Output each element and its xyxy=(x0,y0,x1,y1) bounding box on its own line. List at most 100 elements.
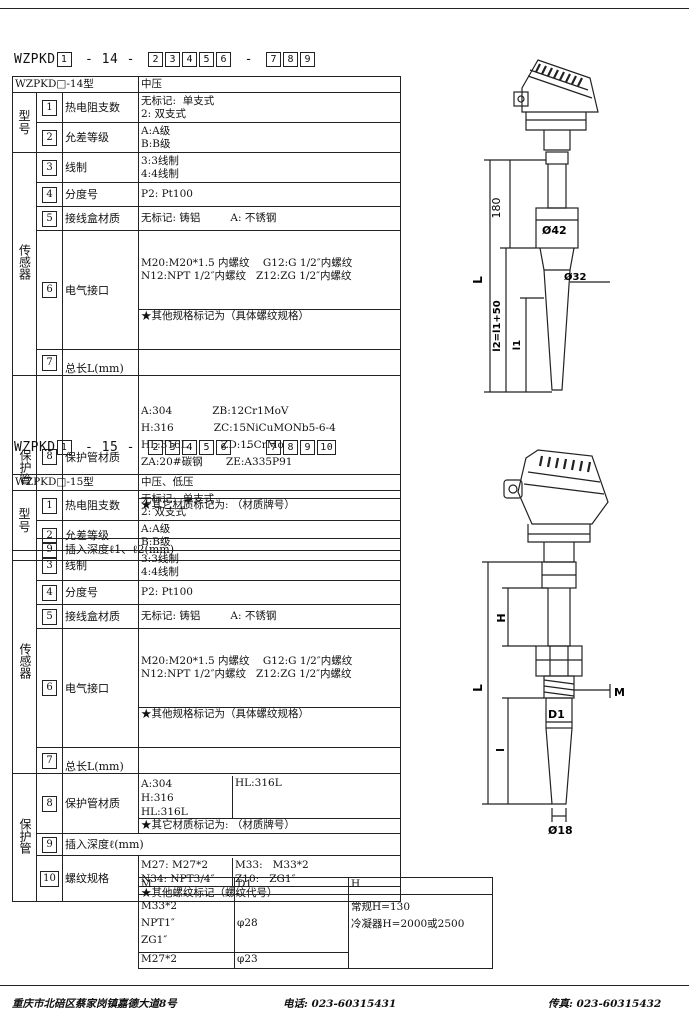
dim-label: H xyxy=(495,613,508,622)
row-name: 电气接口 xyxy=(62,628,139,748)
material-options: A:304 ZB:12Cr1MoV H:316 ZC:15NiCuMONb5-6… xyxy=(141,405,336,468)
h-cell: 常规H=130 冷凝器H=2000或2500 xyxy=(348,894,493,969)
code-slot: 9 xyxy=(300,440,316,455)
pressure-header: 中压、低压 xyxy=(138,474,401,491)
row-value xyxy=(138,747,401,774)
footer-address: 重庆市北碚区蔡家岗镇嘉德大道8号 xyxy=(12,998,177,1010)
dim-label: 180 xyxy=(490,198,503,219)
code-series: - 14 - xyxy=(76,52,144,67)
material-note: ★其它材质标记为: （材质牌号） xyxy=(139,817,400,832)
code-slot: 9 xyxy=(300,52,316,67)
row-name: 接线盒材质 xyxy=(62,206,139,231)
row-name: 线制 xyxy=(62,550,139,581)
col-header-m: M xyxy=(138,877,235,895)
row-name: 允差等级 xyxy=(62,520,139,551)
code-slot: 10 xyxy=(317,440,337,455)
code-sep: - xyxy=(236,440,262,455)
interface-note: ★其他规格标记为（具体螺纹规格） xyxy=(139,707,400,721)
group-label: 传感器 xyxy=(12,550,37,774)
code-slot: 7 xyxy=(266,52,282,67)
row-value: 3:3线制 4:4线制 xyxy=(138,152,401,183)
row-number: 6 xyxy=(36,230,63,350)
code-prefix: WZPKD xyxy=(14,52,56,67)
row-number: 1 xyxy=(36,490,63,521)
row-name: 总长L(mm) xyxy=(62,349,139,376)
model-header: WZPKD□-15型 xyxy=(12,474,139,491)
row-name: 分度号 xyxy=(62,182,139,207)
d1-cell: φ28 xyxy=(234,894,349,953)
pressure-header: 中压 xyxy=(138,76,401,93)
code-slot: 6 xyxy=(216,440,232,455)
row-number: 2 xyxy=(36,520,63,551)
row-name: 热电阻支数 xyxy=(62,490,139,521)
code-slot: 5 xyxy=(199,440,215,455)
row-number: 4 xyxy=(36,182,63,207)
code-slot: 3 xyxy=(165,440,181,455)
code-slot: 7 xyxy=(266,440,282,455)
code-slot: 1 xyxy=(56,440,72,455)
model-header: WZPKD□-14型 xyxy=(12,76,139,93)
m-cell: M33*2 NPT1″ ZG1″ xyxy=(138,894,235,953)
row-value: M20:M20*1.5 内螺纹 G12:G 1/2″内螺纹 N12:NPT 1/… xyxy=(138,230,401,350)
row-name: 线制 xyxy=(62,152,139,183)
interface-options: M20:M20*1.5 内螺纹 G12:G 1/2″内螺纹 N12:NPT 1/… xyxy=(141,655,353,680)
dim-label: L xyxy=(471,276,485,284)
footer-phone: 电话: 023-60315431 xyxy=(283,998,397,1010)
material-options-left: A:304 H:316 HL:316L xyxy=(139,775,233,818)
code-slot: 4 xyxy=(182,52,198,67)
row-value: P2: Pt100 xyxy=(138,182,401,207)
row-number: 6 xyxy=(36,628,63,748)
row-name: 保护管材质 xyxy=(62,773,139,834)
row-number: 9 xyxy=(36,833,63,856)
model-code-line-1: WZPKD 1 - 14 - 2 3 4 5 6 - 7 8 9 xyxy=(14,52,316,67)
m-cell: M27*2 xyxy=(138,952,235,969)
dim-label: M xyxy=(614,686,625,699)
dim-label: l xyxy=(494,748,507,752)
row-name: 总长L(mm) xyxy=(62,747,139,774)
row-name: 螺纹规格 xyxy=(62,855,139,902)
row-number: 4 xyxy=(36,580,63,605)
interface-options: M20:M20*1.5 内螺纹 G12:G 1/2″内螺纹 N12:NPT 1/… xyxy=(141,257,353,282)
row-number: 1 xyxy=(36,92,63,123)
row-number: 2 xyxy=(36,122,63,153)
code-sep: - xyxy=(236,52,262,67)
dim-label: Ø32 xyxy=(564,271,586,283)
code-slot: 3 xyxy=(165,52,181,67)
row-value: 无标记: 单支式 2: 双支式 xyxy=(138,490,401,521)
row-value: P2: Pt100 xyxy=(138,580,401,605)
row-number: 5 xyxy=(36,206,63,231)
group-label: 型号 xyxy=(12,92,37,153)
code-slot: 4 xyxy=(182,440,198,455)
row-value: 无标记: 铸铝 A: 不锈钢 xyxy=(138,206,401,231)
dim-label: L xyxy=(471,684,485,692)
row-name: 插入深度ℓ(mm) xyxy=(62,833,401,856)
dim-label: l1 xyxy=(512,340,523,350)
code-slot: 1 xyxy=(56,52,72,67)
dimension-table: M D1 H M33*2 NPT1″ ZG1″ φ28 常规H=130 冷凝器H… xyxy=(138,877,493,969)
code-slot: 8 xyxy=(283,52,299,67)
dim-label: l2=l1+50 xyxy=(492,300,503,351)
d1-cell: φ23 xyxy=(234,952,349,969)
row-value: 3:3线制 4:4线制 xyxy=(138,550,401,581)
footer-rule xyxy=(0,985,689,986)
row-number: 7 xyxy=(36,349,63,376)
row-value: 无标记: 单支式 2: 双支式 xyxy=(138,92,401,123)
code-slot: 2 xyxy=(148,52,164,67)
material-options-right: HL:316L xyxy=(235,776,282,789)
code-slot: 8 xyxy=(283,440,299,455)
footer-fax: 传真: 023-60315432 xyxy=(548,998,662,1010)
dim-label: D1 xyxy=(548,708,565,721)
row-value: A:304 H:316 HL:316L HL:316L ★其它材质标记为: （材… xyxy=(138,773,401,834)
group-label: 传感器 xyxy=(12,152,37,376)
row-name: 允差等级 xyxy=(62,122,139,153)
row-value: A:A级 B:B级 xyxy=(138,122,401,153)
code-slot: 6 xyxy=(216,52,232,67)
group-label: 型号 xyxy=(12,490,37,551)
row-number: 3 xyxy=(36,152,63,183)
row-number: 7 xyxy=(36,747,63,774)
dim-label: Ø18 xyxy=(548,824,573,837)
group-label: 保护管 xyxy=(12,773,37,902)
row-value: A:A级 B:B级 xyxy=(138,520,401,551)
col-header-d1: D1 xyxy=(234,877,349,895)
row-name: 接线盒材质 xyxy=(62,604,139,629)
